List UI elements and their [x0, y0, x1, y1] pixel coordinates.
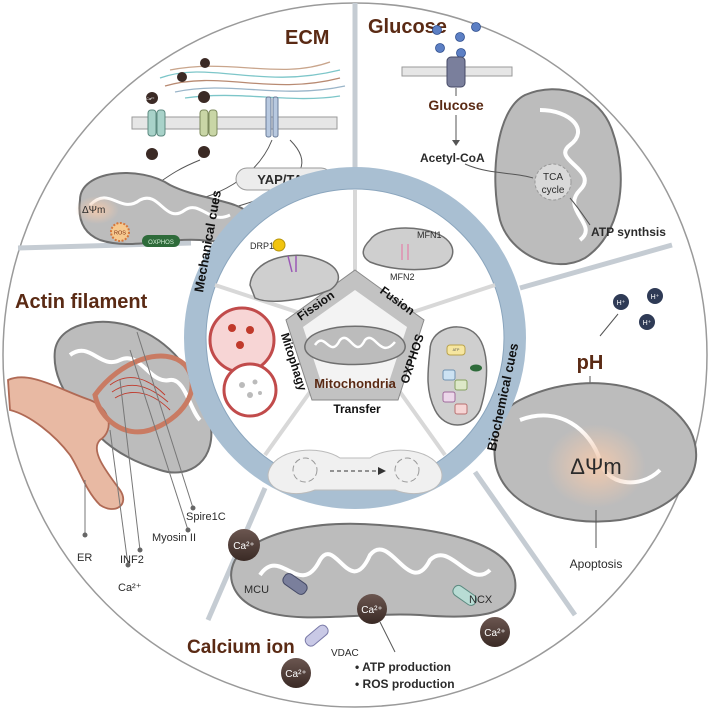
glucose-transporter-icon [446, 56, 466, 88]
leader-dots-icon [82, 505, 196, 568]
calcium-ion-icon [228, 529, 260, 561]
vdac-channel-icon [304, 624, 329, 647]
cell-nucleus-icon [292, 457, 318, 483]
glucose-label: Glucose [428, 97, 483, 113]
vdac-label: VDAC [331, 648, 359, 659]
atp-synthesis-label: ATP synthsis [591, 225, 666, 239]
autophagosome-contents-icon [239, 379, 262, 398]
glucose-molecules-icon [432, 22, 481, 58]
ros-label: ROS [114, 231, 126, 237]
calcium-ion-label: Ca²⁺ [484, 628, 505, 639]
atp-synthase-icon [446, 344, 466, 356]
er-label: ER [77, 552, 92, 564]
oxphos-badge [142, 235, 180, 247]
mfn1-label: MFN1 [417, 230, 442, 240]
calcium-sector: Ca²⁺ MCU Ca²⁺ VDAC Ca²⁺ NCX Ca²⁺ Calcium… [187, 522, 517, 691]
ncx-channel-icon [452, 584, 478, 606]
ecm-sector: ECM Ca²⁺ [75, 27, 346, 247]
ncx-label: NCX [469, 594, 493, 606]
oxphos-pill-icon [470, 364, 482, 372]
mfn2-label: MFN2 [390, 272, 415, 282]
tca-cycle-icon [534, 163, 572, 201]
inf2-label: INF2 [120, 554, 144, 566]
mitochondria-label: Mitochondria [314, 376, 396, 391]
atp-synthase-label: ATP [453, 348, 460, 352]
proton-icon [613, 288, 663, 330]
proton-label: H⁺ [651, 294, 660, 301]
actin-sector: Actin filament Spire1C Myosin II INF2 [7, 291, 226, 594]
calcium-title: Calcium ion [187, 637, 295, 658]
proton-label: H⁺ [617, 300, 626, 307]
ca-ion-label: Ca²⁺ [146, 96, 155, 101]
drp1-icon [272, 238, 286, 252]
transfer-label: Transfer [333, 402, 381, 416]
calcium-ion-label: Ca²⁺ [361, 605, 382, 616]
complex-icon [442, 369, 468, 415]
calcium-ion-icon [357, 594, 387, 624]
actin-ca-label: Ca²⁺ [118, 582, 142, 594]
actin-leader-lines [84, 331, 194, 566]
fission-mitochondrion [249, 254, 340, 303]
mitophagy-lysosome-icon [208, 306, 276, 374]
channel-icon [199, 109, 218, 137]
drp1-label: DRP1 [250, 241, 274, 251]
calcium-ion-label: Ca²⁺ [233, 541, 254, 552]
membrane-potential-label: ΔΨm [82, 205, 105, 216]
calcium-ion-icon [281, 658, 311, 688]
lysosome-dots-icon [228, 324, 254, 349]
actin-title: Actin filament [15, 291, 148, 313]
oxphos-label: OXPHOS [148, 240, 174, 246]
acetyl-coa-label: Acetyl-CoA [420, 151, 485, 165]
ph-membrane-potential-label: ΔΨm [570, 454, 621, 479]
spire1c-label: Spire1C [186, 511, 226, 523]
integrin-icon [265, 96, 279, 138]
cues-ring [184, 167, 526, 509]
channel-icon [147, 109, 166, 137]
mcu-label: MCU [244, 584, 269, 596]
calcium-ion-icon [480, 617, 510, 647]
glucose-sector: Glucose Glucose Acetyl-CoA TCA cycle ATP… [368, 16, 666, 266]
cell-nucleus-icon [394, 457, 420, 483]
ecm-membrane [131, 116, 338, 130]
ph-title: pH [577, 352, 604, 374]
drp1-ring-icon [287, 255, 297, 273]
calcium-ion-label: Ca²⁺ [285, 669, 306, 680]
glucose-title: Glucose [368, 16, 447, 38]
tca-cycle-label: cycle [542, 185, 565, 196]
autophagosome-icon [222, 362, 278, 418]
mcu-channel-icon [282, 573, 308, 595]
ros-production-label: • ROS production [355, 677, 455, 691]
er-wrap-icon [92, 353, 195, 435]
er-icon [7, 376, 125, 510]
apoptosis-label: Apoptosis [570, 557, 623, 571]
ecm-title: ECM [285, 27, 329, 49]
myosin-ii-label: Myosin II [152, 532, 196, 544]
mfn-icon [401, 244, 409, 260]
ros-icon [110, 222, 130, 242]
atp-production-label: • ATP production [355, 660, 451, 674]
proton-label: H⁺ [643, 320, 652, 327]
tca-label: TCA [543, 172, 563, 183]
ph-sector: H⁺ H⁺ H⁺ pH ΔΨm Apoptosis [493, 288, 698, 571]
